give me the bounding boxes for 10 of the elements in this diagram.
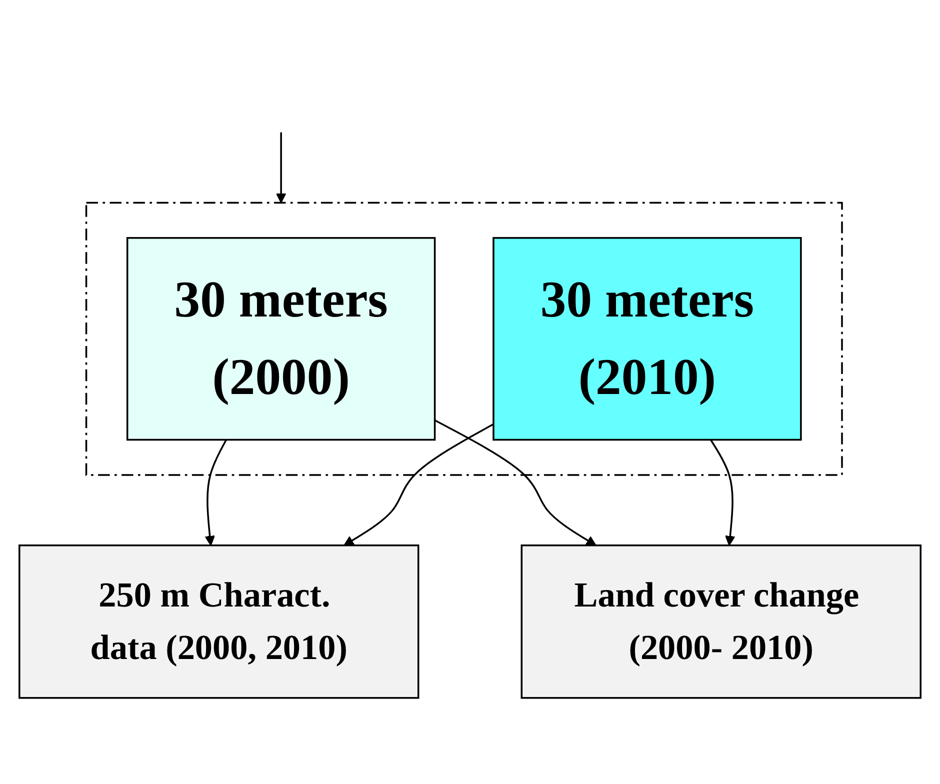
arrow (204, 440, 228, 546)
node-box: 30 meters (2010) (492, 237, 802, 441)
node-box: 30 meters (2000) (126, 237, 436, 441)
arrow (710, 440, 736, 546)
node-box: 250 m Charact. data (2000, 2010) (18, 544, 420, 700)
node-box: Land cover change (2000- 2010) (520, 544, 922, 700)
arrow (276, 132, 286, 204)
arrow (344, 424, 494, 546)
arrow (434, 420, 596, 546)
cluster (85, 202, 843, 476)
